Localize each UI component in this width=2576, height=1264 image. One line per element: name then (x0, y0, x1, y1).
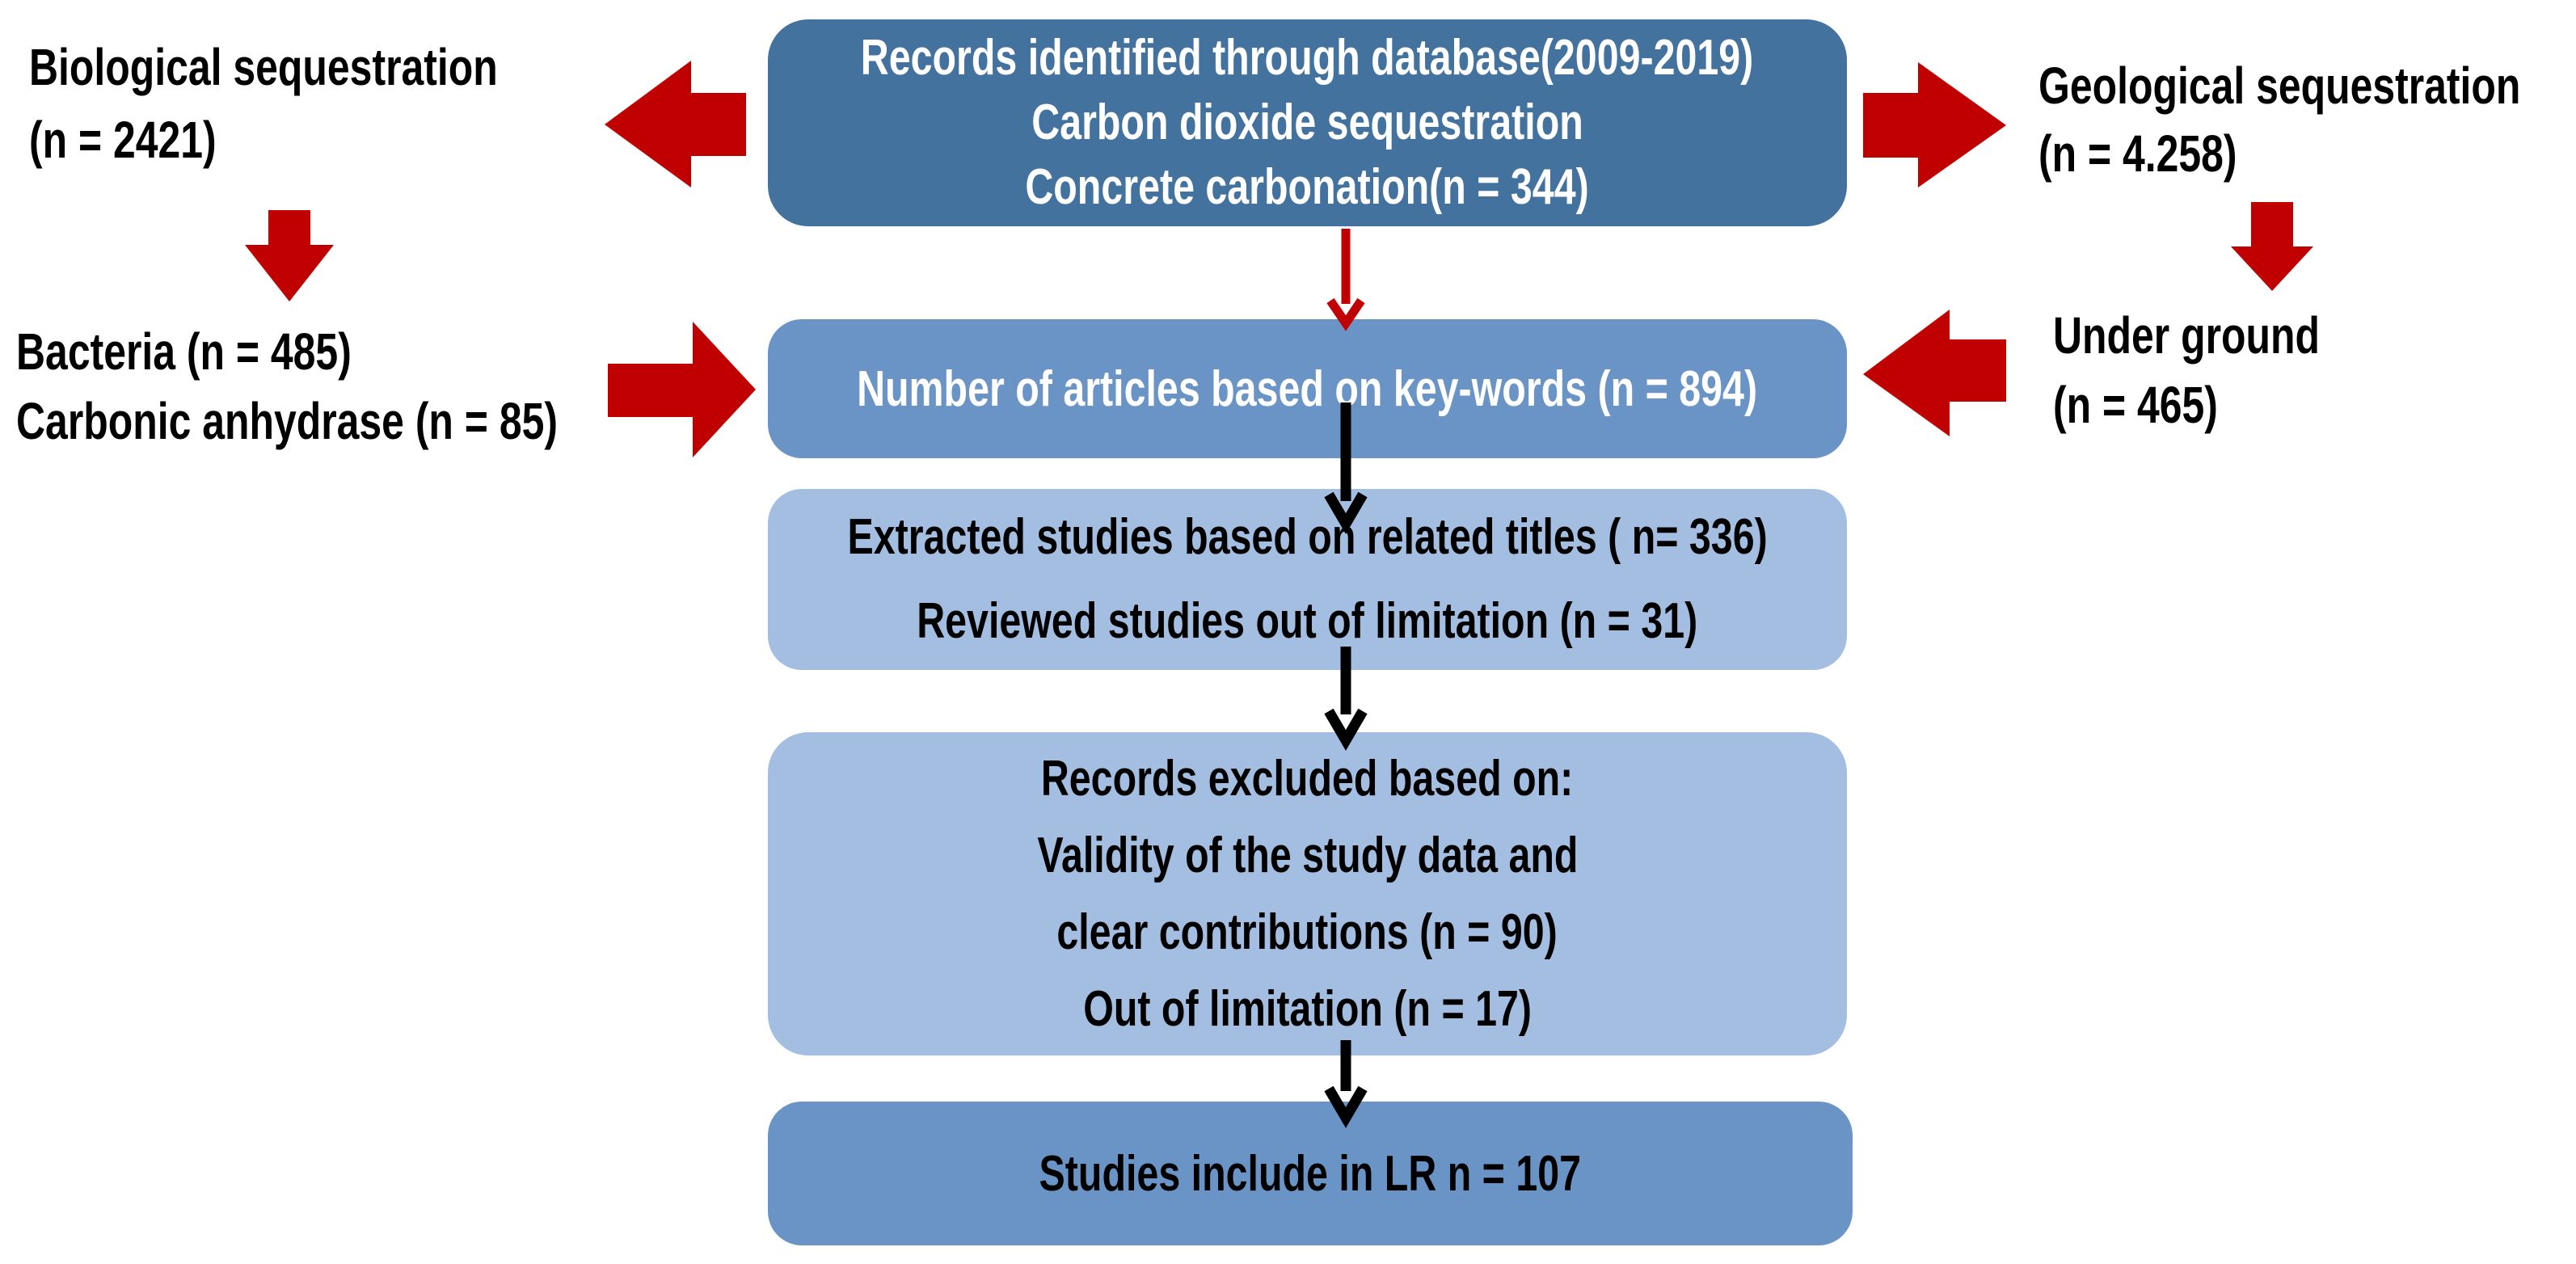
label-geological-sequestration: Geological sequestration (n = 4.258) (2038, 52, 2576, 187)
red-arrow-down-right-icon (2231, 202, 2313, 291)
label-geological-line-1: Geological sequestration (2038, 57, 2521, 115)
box-articles-keywords: Number of articles based on key-words (n… (768, 319, 1847, 458)
label-bacteria-line-1: Bacteria (n = 485) (16, 322, 352, 381)
box-extracted-line-2: Reviewed studies out of limitation (n = … (917, 593, 1698, 649)
red-arrow-down-left-icon (245, 210, 334, 301)
box-records-line-3: Concrete carbonation(n = 344) (1025, 159, 1590, 215)
box-studies-included: Studies include in LR n = 107 (768, 1102, 1853, 1245)
box-extracted-studies: Extracted studies based on related title… (768, 489, 1847, 670)
box-records-excluded: Records excluded based on: Validity of t… (768, 732, 1847, 1055)
red-connector-records-to-keywords-icon (1326, 229, 1365, 331)
label-bacteria-line-2: Carbonic anhydrase (n = 85) (16, 392, 558, 450)
label-biological-sequestration: Biological sequestration (n = 2421) (29, 31, 630, 176)
box-records-identified: Records identified through database(2009… (768, 19, 1847, 226)
box-included-line-1: Studies include in LR n = 107 (1039, 1145, 1582, 1202)
box-excluded-line-3: clear contributions (n = 90) (1056, 904, 1558, 960)
label-biological-line-2: (n = 2421) (29, 111, 217, 169)
label-underground-line-2: (n = 465) (2053, 376, 2218, 434)
label-bacteria-carbonic-anhydrase: Bacteria (n = 485) Carbonic anhydrase (n… (16, 317, 710, 456)
label-under-ground: Under ground (n = 465) (2053, 301, 2395, 440)
label-biological-line-1: Biological sequestration (29, 38, 498, 96)
label-geological-line-2: (n = 4.258) (2038, 124, 2237, 183)
box-keywords-line-1: Number of articles based on key-words (n… (857, 360, 1758, 417)
box-excluded-line-4: Out of limitation (n = 17) (1083, 981, 1532, 1037)
box-extracted-line-1: Extracted studies based on related title… (847, 509, 1768, 565)
box-records-line-2: Carbon dioxide sequestration (1031, 95, 1583, 150)
red-arrow-right-to-geological-icon (1863, 62, 2006, 187)
label-underground-line-1: Under ground (2053, 306, 2320, 364)
box-excluded-line-1: Records excluded based on: (1041, 751, 1574, 807)
box-records-line-1: Records identified through database(2009… (861, 30, 1754, 86)
box-excluded-line-2: Validity of the study data and (1036, 828, 1579, 883)
